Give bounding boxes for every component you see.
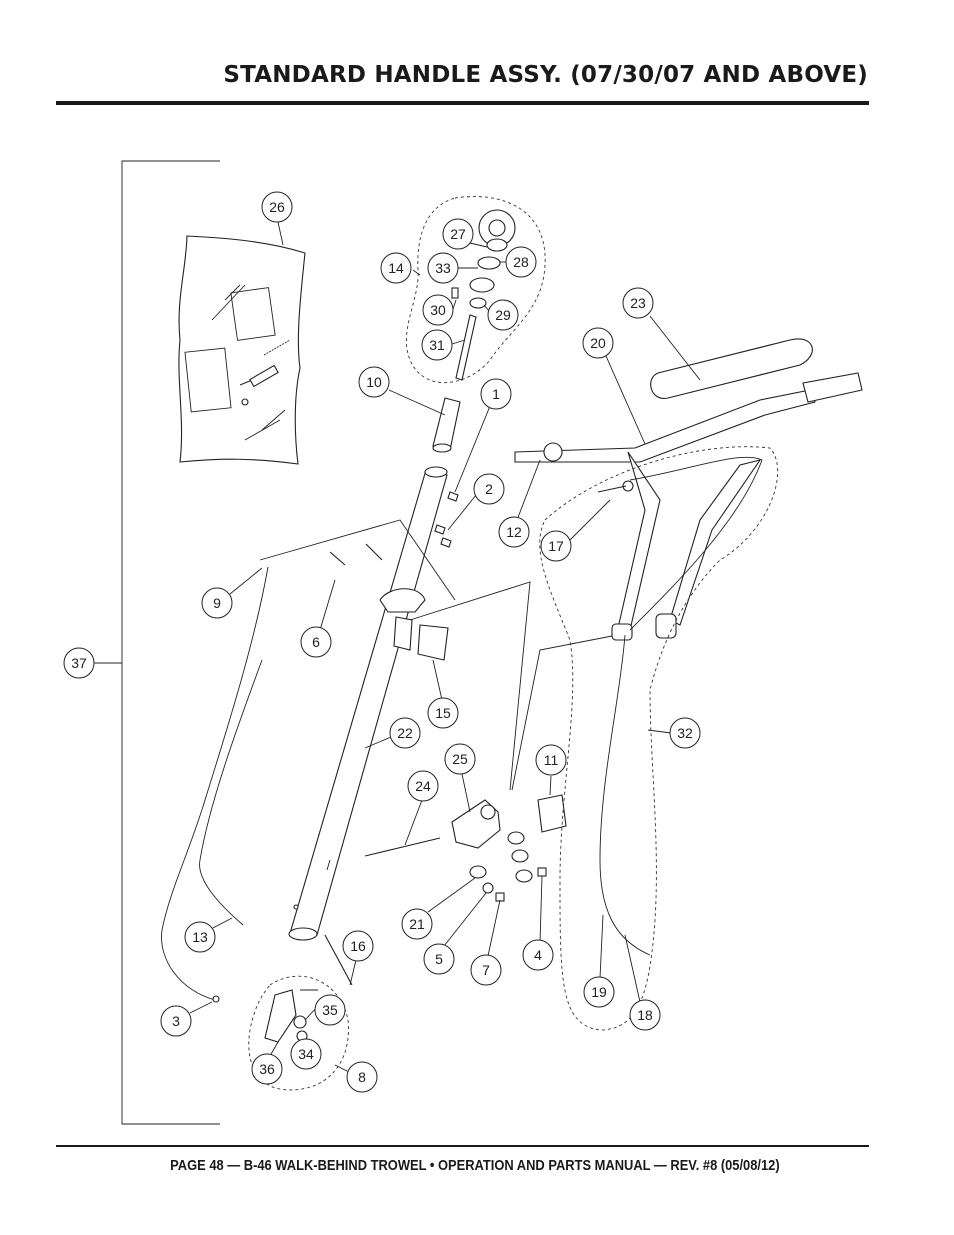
svg-text:17: 17 bbox=[548, 538, 564, 554]
callout-35: 35 bbox=[314, 994, 346, 1026]
callout-12: 12 bbox=[498, 516, 530, 548]
svg-text:36: 36 bbox=[259, 1061, 275, 1077]
svg-text:9: 9 bbox=[213, 595, 221, 611]
mounting-assembly bbox=[364, 635, 613, 902]
title-rule bbox=[56, 101, 869, 105]
control-head-group-outline bbox=[405, 196, 546, 384]
svg-text:37: 37 bbox=[71, 655, 87, 671]
footer-rule bbox=[56, 1145, 869, 1147]
decal-sheet bbox=[178, 235, 306, 465]
assembly-bracket bbox=[94, 160, 220, 1125]
svg-text:27: 27 bbox=[450, 226, 466, 242]
svg-text:15: 15 bbox=[435, 705, 451, 721]
svg-text:6: 6 bbox=[312, 634, 320, 650]
callout-10: 10 bbox=[358, 366, 390, 398]
callout-37: 37 bbox=[63, 647, 95, 679]
page-title: STANDARD HANDLE ASSY. (07/30/07 AND ABOV… bbox=[223, 62, 868, 88]
callout-27: 27 bbox=[442, 218, 474, 250]
callout-31: 31 bbox=[421, 329, 453, 361]
svg-text:1: 1 bbox=[492, 386, 500, 402]
callout-19: 19 bbox=[583, 976, 615, 1008]
svg-text:8: 8 bbox=[358, 1069, 366, 1085]
callout-32: 32 bbox=[669, 717, 701, 749]
callout-36: 36 bbox=[251, 1053, 283, 1085]
cable-group-outline bbox=[539, 446, 779, 1031]
page-footer: PAGE 48 — B-46 WALK-BEHIND TROWEL • OPER… bbox=[170, 1157, 780, 1174]
control-head-parts bbox=[451, 209, 516, 381]
handle-tube bbox=[288, 466, 448, 941]
callout-34: 34 bbox=[290, 1038, 322, 1070]
callout-15: 15 bbox=[427, 697, 459, 729]
svg-text:10: 10 bbox=[366, 374, 382, 390]
callout-8: 8 bbox=[346, 1061, 378, 1093]
callout-2: 2 bbox=[473, 473, 505, 505]
svg-text:35: 35 bbox=[322, 1002, 338, 1018]
svg-text:31: 31 bbox=[429, 337, 445, 353]
lower-assembly-parts bbox=[264, 934, 353, 1043]
callout-18: 18 bbox=[629, 999, 661, 1031]
lower-assembly-group-outline bbox=[248, 975, 349, 1091]
svg-text:5: 5 bbox=[435, 951, 443, 967]
callout-6: 6 bbox=[300, 626, 332, 658]
callout-9: 9 bbox=[201, 587, 233, 619]
callout-22: 22 bbox=[389, 717, 421, 749]
svg-text:13: 13 bbox=[192, 929, 208, 945]
callout-29: 29 bbox=[487, 299, 519, 331]
svg-text:7: 7 bbox=[482, 962, 490, 978]
svg-text:11: 11 bbox=[544, 752, 559, 768]
svg-text:32: 32 bbox=[677, 725, 693, 741]
callout-33: 33 bbox=[427, 252, 459, 284]
callout-14: 14 bbox=[380, 252, 412, 284]
svg-text:28: 28 bbox=[513, 254, 529, 270]
svg-text:25: 25 bbox=[452, 751, 468, 767]
cable-parts bbox=[597, 456, 763, 956]
callout-23: 23 bbox=[622, 287, 654, 319]
handle-bar bbox=[514, 338, 863, 641]
svg-text:20: 20 bbox=[590, 335, 606, 351]
bracket-parts bbox=[259, 519, 531, 791]
callout-30: 30 bbox=[422, 294, 454, 326]
svg-text:16: 16 bbox=[350, 938, 366, 954]
callout-28: 28 bbox=[505, 246, 537, 278]
upper-tube bbox=[432, 397, 461, 548]
svg-text:26: 26 bbox=[269, 199, 285, 215]
svg-text:30: 30 bbox=[430, 302, 446, 318]
callout-25: 25 bbox=[444, 743, 476, 775]
svg-text:19: 19 bbox=[591, 984, 607, 1000]
svg-text:3: 3 bbox=[172, 1013, 180, 1029]
svg-text:24: 24 bbox=[415, 778, 431, 794]
callout-11: 11 bbox=[535, 744, 567, 776]
callout-3: 3 bbox=[160, 1005, 192, 1037]
svg-text:18: 18 bbox=[637, 1007, 653, 1023]
leader-lines bbox=[189, 221, 701, 1073]
callout-13: 13 bbox=[184, 921, 216, 953]
svg-text:22: 22 bbox=[397, 725, 413, 741]
svg-text:4: 4 bbox=[534, 947, 542, 963]
svg-text:33: 33 bbox=[435, 260, 451, 276]
throttle-cable bbox=[161, 566, 269, 1003]
svg-text:12: 12 bbox=[506, 524, 522, 540]
callout-17: 17 bbox=[540, 530, 572, 562]
callout-1: 1 bbox=[480, 378, 512, 410]
callout-4: 4 bbox=[522, 939, 554, 971]
callout-7: 7 bbox=[470, 954, 502, 986]
callout-24: 24 bbox=[407, 770, 439, 802]
callout-21: 21 bbox=[401, 908, 433, 940]
callout-5: 5 bbox=[423, 943, 455, 975]
svg-text:14: 14 bbox=[388, 260, 404, 276]
svg-text:34: 34 bbox=[298, 1046, 314, 1062]
callout-26: 26 bbox=[261, 191, 293, 223]
svg-text:29: 29 bbox=[495, 307, 511, 323]
svg-text:21: 21 bbox=[409, 916, 425, 932]
callout-20: 20 bbox=[582, 327, 614, 359]
svg-text:23: 23 bbox=[630, 295, 646, 311]
svg-text:2: 2 bbox=[485, 481, 493, 497]
callout-16: 16 bbox=[342, 930, 374, 962]
